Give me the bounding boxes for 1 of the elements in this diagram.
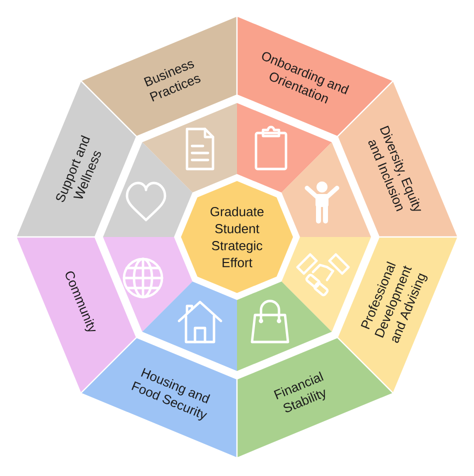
center-octagon: Graduate Student Strategic Effort [181, 181, 293, 293]
